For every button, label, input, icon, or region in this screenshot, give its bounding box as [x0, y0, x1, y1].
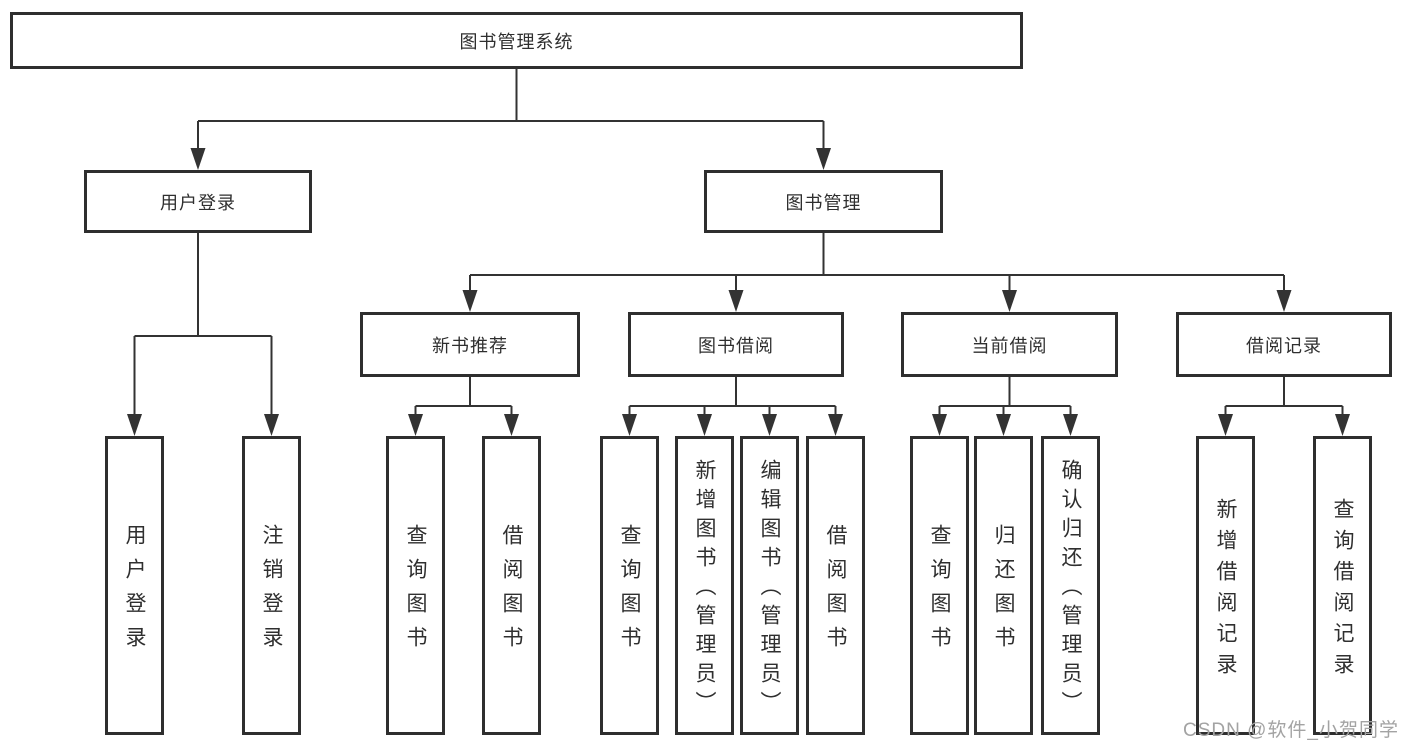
node-label: 借阅记录 — [1246, 335, 1322, 356]
watermark: CSDN @软件_小贺同学 — [1183, 720, 1399, 741]
node-leaf-edit-book-admin: 编辑图书（管理员） — [740, 436, 799, 735]
node-label: 图书管理 — [785, 192, 862, 213]
node-leaf-add-borrow-record: 新增借阅记录 — [1196, 436, 1255, 735]
node-label: 新增借阅记录 — [1214, 497, 1237, 684]
connector-book-borrow-to-leaves — [628, 377, 837, 416]
node-user-login: 用户登录 — [84, 170, 312, 233]
node-label: 用户登录 — [123, 524, 146, 660]
node-label: 新增图书（管理员） — [693, 459, 716, 720]
node-label: 注销登录 — [260, 524, 283, 660]
node-leaf-logout: 注销登录 — [242, 436, 301, 735]
node-leaf-query-books-borrow: 查询图书 — [600, 436, 659, 735]
node-leaf-user-login: 用户登录 — [105, 436, 164, 735]
node-borrow-records: 借阅记录 — [1176, 312, 1392, 377]
node-label: 借阅图书 — [824, 524, 847, 660]
connector-current-borrow-to-leaves — [938, 377, 1072, 416]
node-leaf-query-borrow-record: 查询借阅记录 — [1313, 436, 1372, 735]
node-leaf-borrow-books-rec: 借阅图书 — [482, 436, 541, 735]
connector-borrow-records-to-leaves — [1224, 377, 1344, 416]
node-label: 用户登录 — [160, 192, 236, 213]
node-leaf-borrow-books-borrow: 借阅图书 — [806, 436, 865, 735]
node-label: 新书推荐 — [432, 335, 508, 356]
node-label: 图书管理系统 — [459, 31, 574, 52]
connector-user-login-to-leaves — [133, 233, 273, 416]
connector-root-to-level2 — [197, 68, 825, 150]
node-leaf-return-books: 归还图书 — [974, 436, 1033, 735]
connector-book-mgmt-to-level3 — [469, 233, 1285, 292]
node-label: 归还图书 — [992, 524, 1015, 660]
node-label: 图书借阅 — [698, 335, 774, 356]
node-leaf-query-books-current: 查询图书 — [910, 436, 969, 735]
node-leaf-confirm-return-admin: 确认归还（管理员） — [1041, 436, 1100, 735]
node-label: 确认归还（管理员） — [1059, 459, 1082, 720]
connector-new-book-rec-to-leaves — [414, 377, 513, 416]
node-book-borrow: 图书借阅 — [628, 312, 844, 377]
node-label: 查询图书 — [404, 524, 427, 660]
node-new-book-recommend: 新书推荐 — [360, 312, 580, 377]
node-label: 查询图书 — [928, 524, 951, 660]
node-book-management: 图书管理 — [704, 170, 943, 233]
node-library-system: 图书管理系统 — [10, 12, 1023, 69]
node-leaf-query-books-rec: 查询图书 — [386, 436, 445, 735]
arrowheads — [127, 148, 1350, 436]
node-label: 查询借阅记录 — [1331, 497, 1354, 684]
node-current-borrow: 当前借阅 — [901, 312, 1118, 377]
node-label: 查询图书 — [618, 524, 641, 660]
node-label: 当前借阅 — [971, 335, 1048, 356]
node-leaf-add-book-admin: 新增图书（管理员） — [675, 436, 734, 735]
node-label: 借阅图书 — [500, 524, 523, 660]
node-label: 编辑图书（管理员） — [758, 459, 781, 720]
